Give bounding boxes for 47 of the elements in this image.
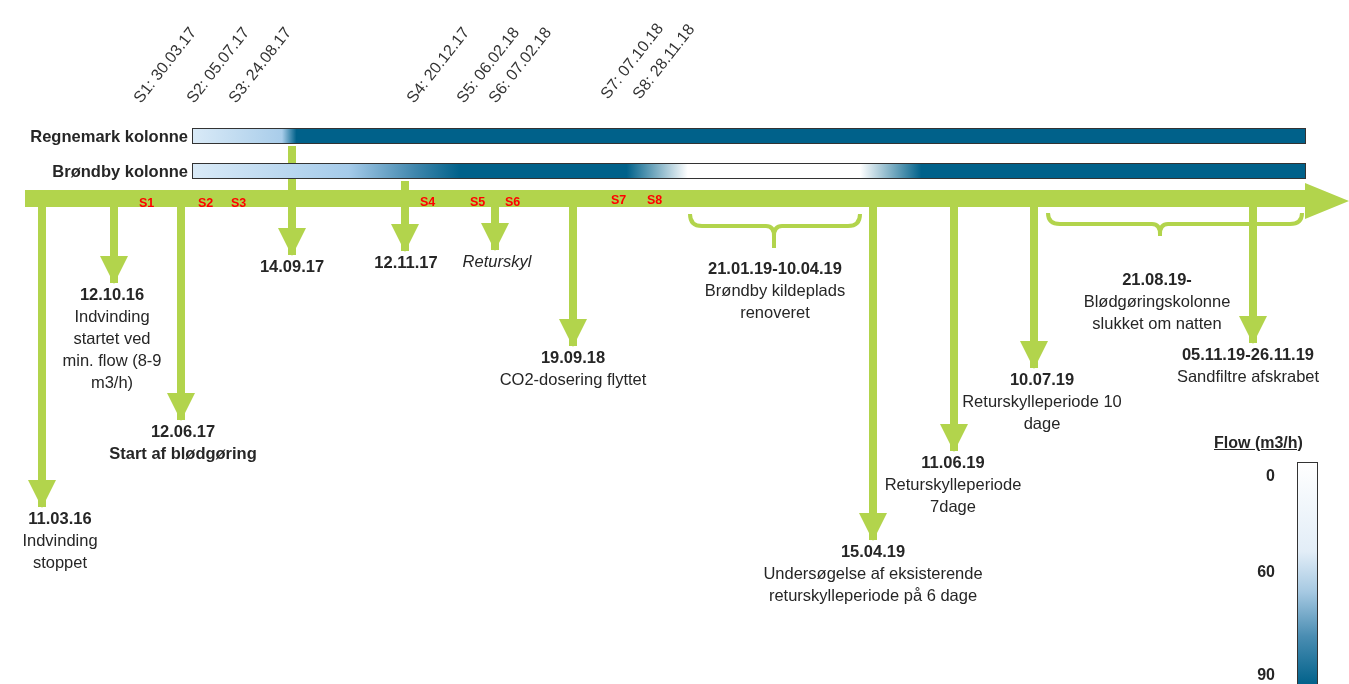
arrow (1239, 207, 1267, 344)
arrow (100, 207, 128, 284)
arrow (859, 207, 887, 541)
event-date: 21.01.19-10.04.19 (707, 258, 843, 279)
event-date: 19.09.18 (539, 347, 607, 368)
event-description: Returskylleperiode 7dage (883, 474, 1023, 517)
arrow (391, 181, 419, 252)
sample-marker: S7 (611, 192, 627, 208)
event-description: Sandfiltre afskrabet (1175, 366, 1321, 387)
event-date: 21.08.19- (1121, 269, 1193, 290)
event-description: Start af blødgøring (108, 443, 258, 464)
event-note: Returskyl (461, 251, 533, 272)
scale-tick-label: 90 (1257, 665, 1275, 684)
sample-marker: S2 (198, 195, 214, 211)
column-label: Regnemark kolonne (30, 126, 188, 147)
event-date: 12.06.17 (149, 421, 217, 442)
arrow (1020, 207, 1048, 369)
event-description: Indvinding startet ved min. flow (8-9 m3/h) (62, 306, 162, 393)
scale-tick-label: 0 (1266, 466, 1275, 486)
arrow (940, 207, 968, 452)
arrow (167, 207, 195, 421)
sample-marker: S5 (470, 194, 486, 210)
event-description: CO2-dosering flyttet (498, 369, 648, 390)
event-description: Indvinding stoppet (21, 530, 99, 573)
arrow (559, 207, 587, 347)
event-date: 10.07.19 (1008, 369, 1076, 390)
event-date: 12.10.16 (78, 284, 146, 305)
sample-marker: S1 (139, 195, 155, 211)
scale-title: Flow (m3/h) (1214, 433, 1303, 453)
event-date: 14.09.17 (258, 256, 326, 277)
event-description: Undersøgelse af eksisterende returskylleperiode på 6 dage (762, 563, 984, 606)
event-description: Returskylleperiode 10 dage (962, 391, 1122, 434)
sample-marker: S8 (647, 192, 663, 208)
arrow (28, 207, 56, 508)
event-description: Blødgøringskolonne slukket om natten (1082, 291, 1232, 334)
event-date: 12.11.17 (373, 252, 439, 273)
event-date: 11.06.19 (920, 452, 986, 473)
event-date: 15.04.19 (839, 541, 907, 562)
event-date: 05.11.19-26.11.19 (1180, 344, 1316, 365)
sample-marker: S4 (420, 194, 436, 210)
sample-marker: S6 (505, 194, 521, 210)
event-description: Brøndby kildeplads renoveret (703, 280, 847, 323)
arrow (481, 207, 509, 251)
column-label: Brøndby kolonne (52, 161, 188, 182)
event-date: 11.03.16 (27, 508, 93, 529)
scale-tick-label: 60 (1257, 562, 1275, 582)
sample-marker: S3 (231, 195, 247, 211)
